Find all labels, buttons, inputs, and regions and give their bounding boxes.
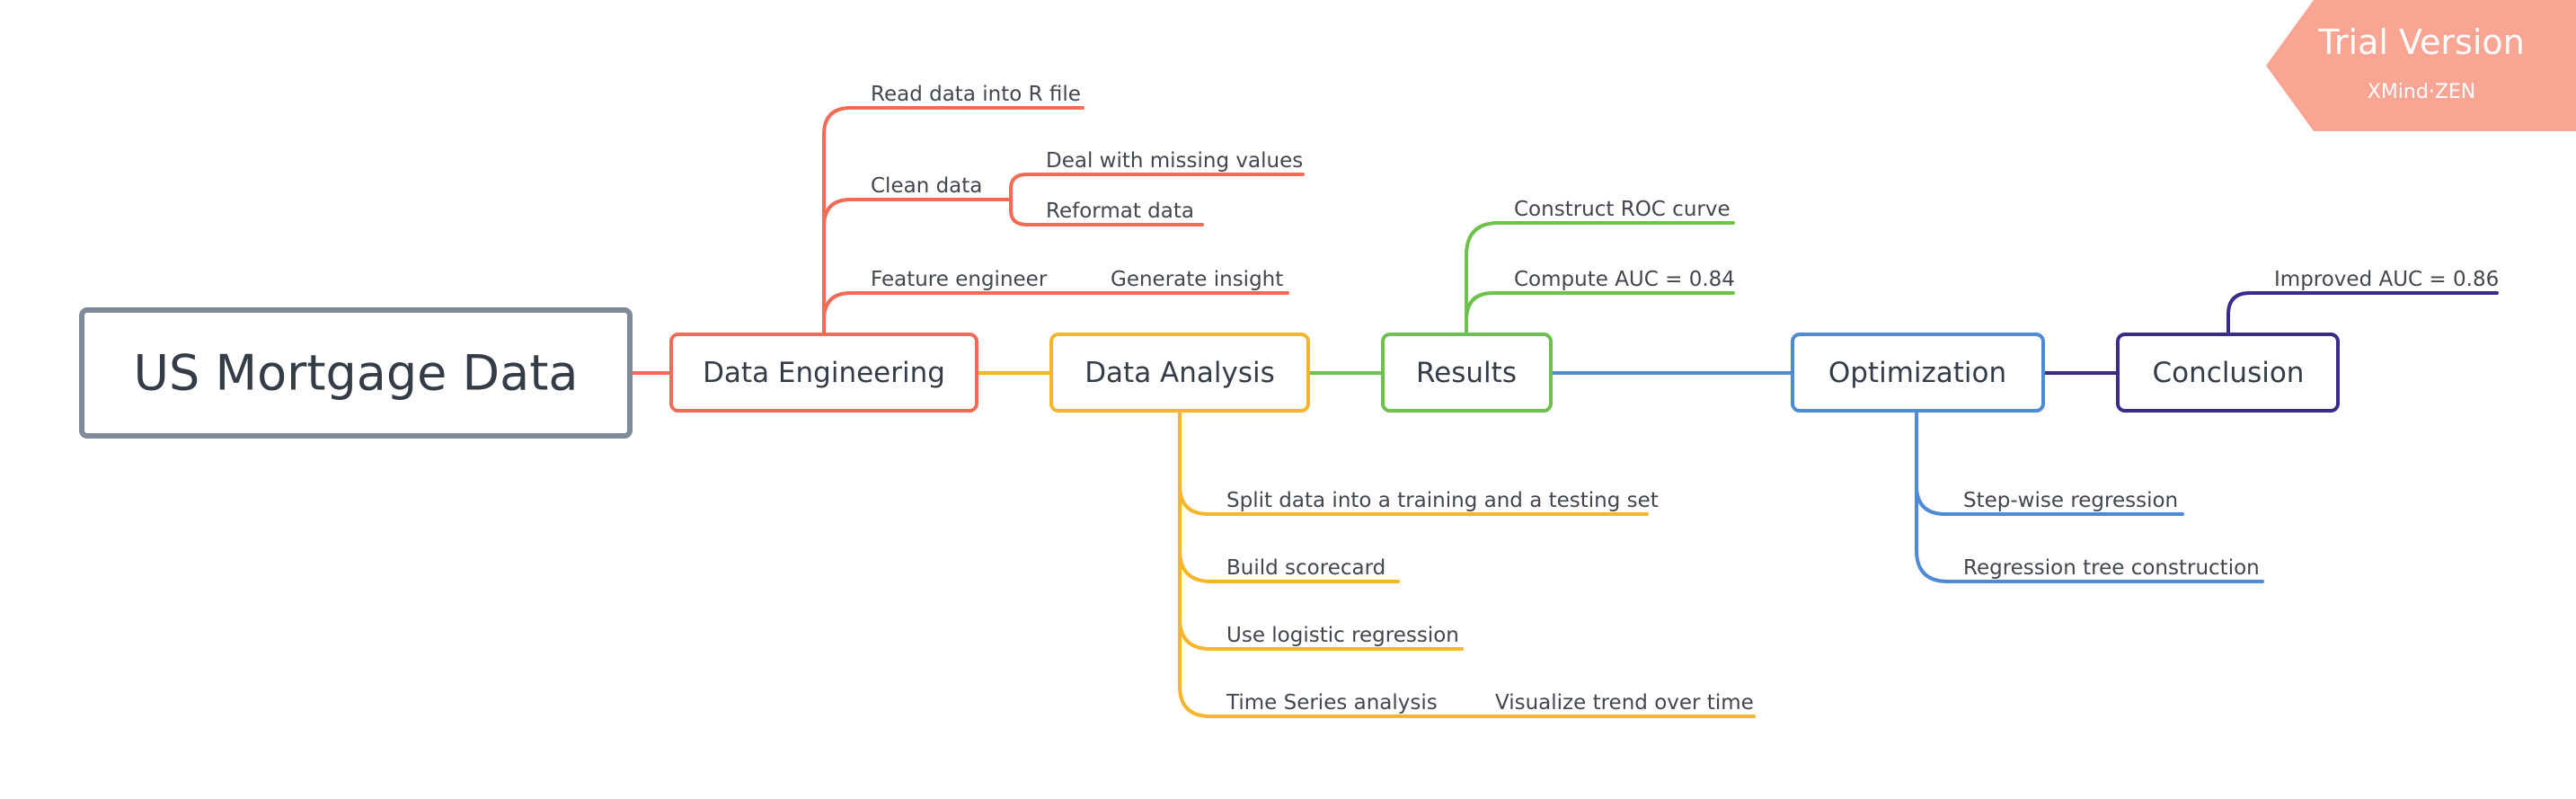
branch-clean-data [822, 198, 1013, 336]
topic-compute-auc[interactable]: Compute AUC = 0.84 [1514, 268, 1735, 291]
branch-auc [1465, 291, 1735, 336]
node-conclusion[interactable]: Conclusion [2116, 333, 2340, 413]
topic-visualize-trend[interactable]: Visualize trend over time [1495, 691, 1754, 715]
node-optimization[interactable]: Optimization [1791, 333, 2045, 413]
node-data-analysis-label: Data Analysis [1084, 357, 1275, 389]
topic-time-series[interactable]: Time Series analysis [1226, 691, 1438, 715]
topic-logistic-regression[interactable]: Use logistic regression [1226, 624, 1459, 647]
node-data-engineering[interactable]: Data Engineering [669, 333, 978, 413]
trial-watermark: Trial Version XMind·ZEN [2266, 0, 2576, 131]
root-node-label: US Mortgage Data [134, 345, 579, 402]
topic-reformat-data[interactable]: Reformat data [1046, 200, 1194, 223]
node-results-label: Results [1416, 357, 1517, 389]
branch-read-data [822, 106, 1084, 336]
branch-improved-auc [2226, 291, 2499, 336]
trial-badge [2266, 0, 2576, 131]
branch-time-series [1178, 410, 1756, 718]
trial-subtitle: XMind·ZEN [2368, 81, 2476, 103]
topic-build-scorecard[interactable]: Build scorecard [1226, 556, 1385, 580]
topic-missing-values[interactable]: Deal with missing values [1046, 149, 1303, 173]
branch-roc [1465, 221, 1735, 336]
node-data-engineering-label: Data Engineering [703, 357, 945, 389]
branch-missing-values [1009, 173, 1305, 201]
topic-clean-data[interactable]: Clean data [871, 174, 982, 198]
trial-title: Trial Version [2317, 22, 2524, 62]
node-optimization-label: Optimization [1828, 357, 2006, 389]
node-results[interactable]: Results [1381, 333, 1553, 413]
topic-construct-roc[interactable]: Construct ROC curve [1514, 198, 1731, 221]
topic-stepwise-regression[interactable]: Step-wise regression [1963, 489, 2178, 512]
branch-reformat [1009, 198, 1204, 226]
node-data-analysis[interactable]: Data Analysis [1049, 333, 1310, 413]
branch-logistic [1178, 410, 1464, 651]
root-node[interactable]: US Mortgage Data [79, 307, 633, 439]
topic-improved-auc[interactable]: Improved AUC = 0.86 [2274, 268, 2499, 291]
branch-tree [1915, 410, 2264, 583]
topic-generate-insight[interactable]: Generate insight [1111, 268, 1283, 291]
topic-split-data[interactable]: Split data into a training and a testing… [1226, 489, 1659, 512]
node-conclusion-label: Conclusion [2153, 357, 2305, 389]
topic-feature-engineer[interactable]: Feature engineer [871, 268, 1048, 291]
branch-feature-engineer [822, 291, 1289, 336]
topic-read-data[interactable]: Read data into R file [871, 83, 1081, 106]
topic-regression-tree[interactable]: Regression tree construction [1963, 556, 2260, 580]
